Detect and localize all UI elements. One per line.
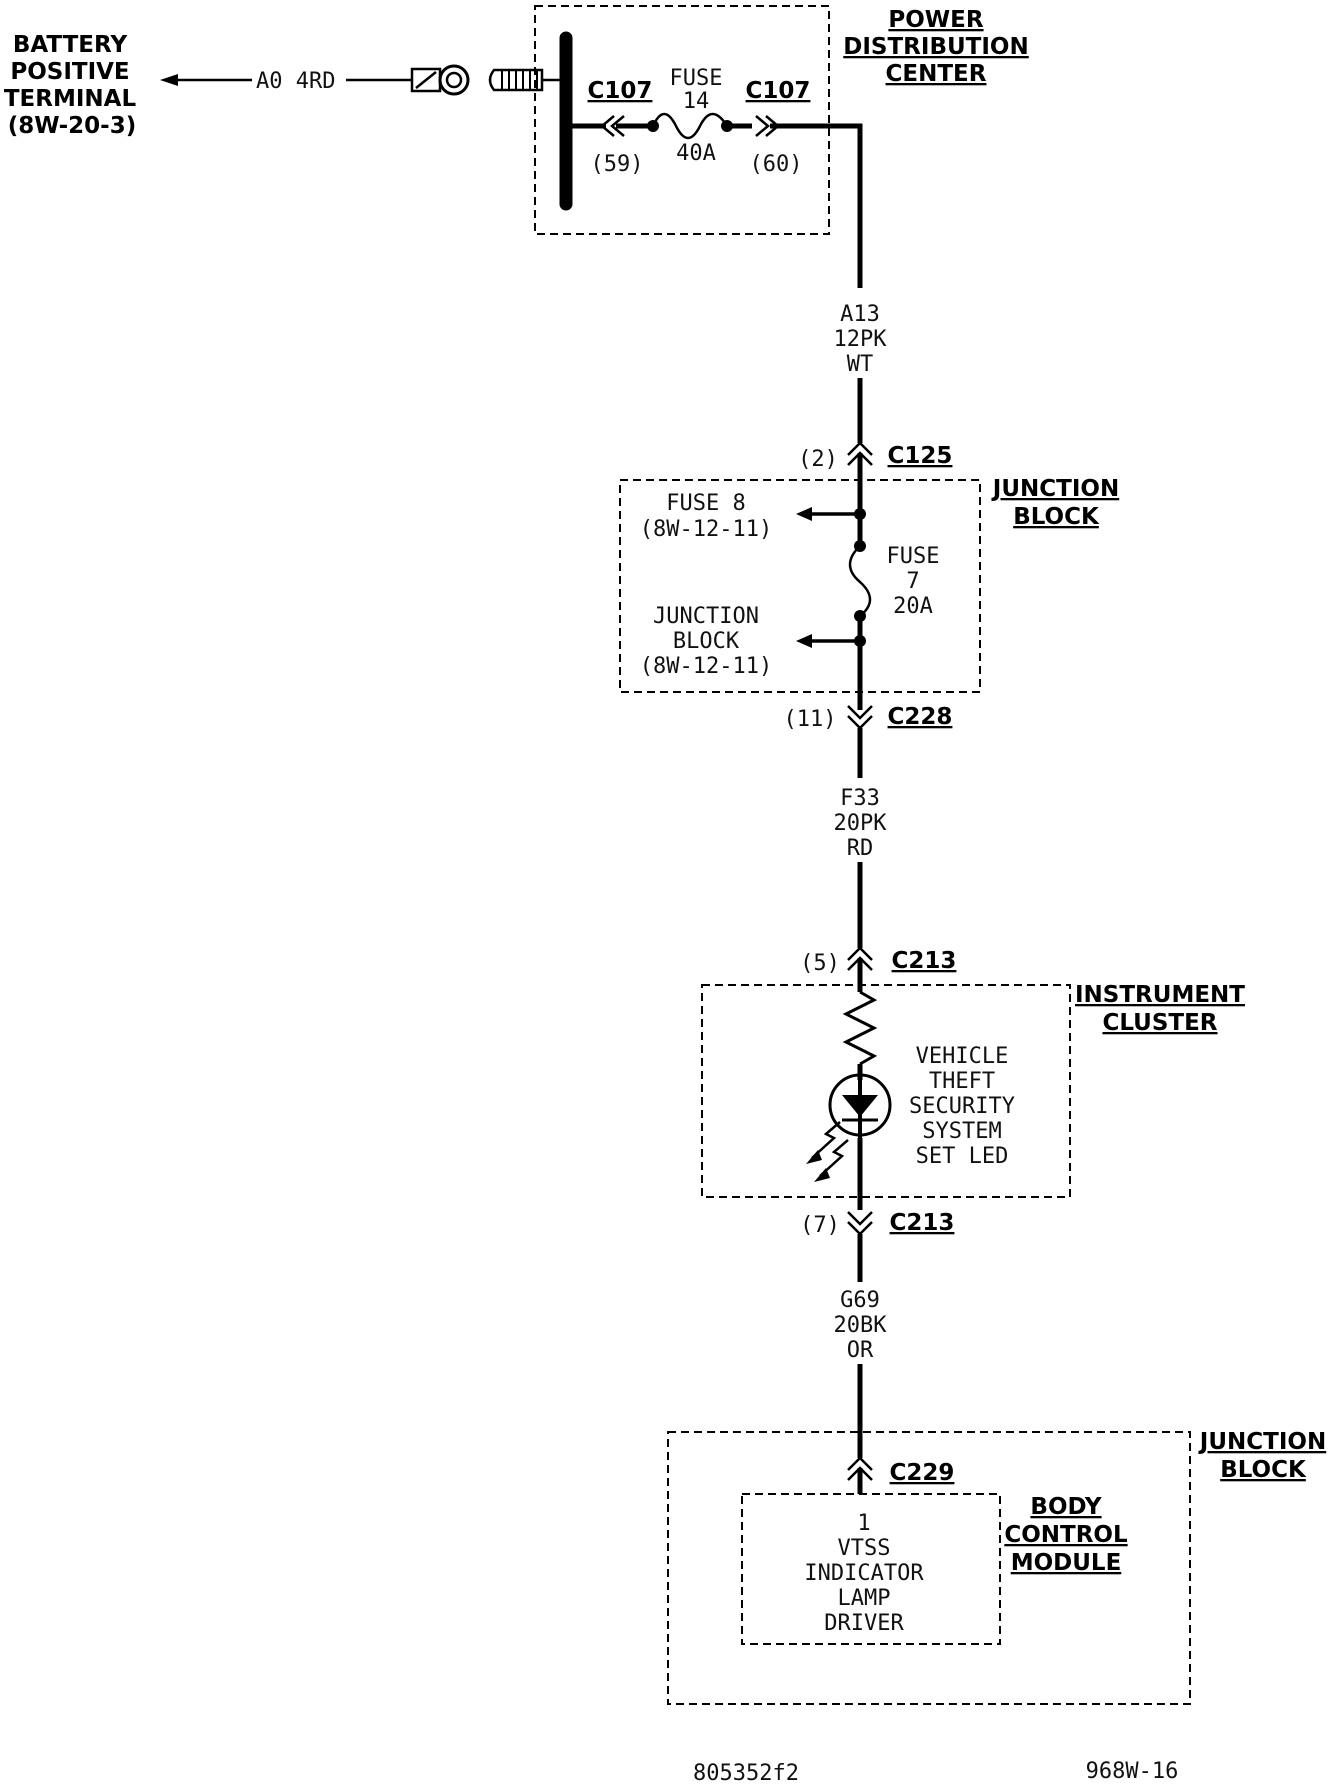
battery-arrow-icon bbox=[160, 74, 178, 86]
light-emission-icon bbox=[806, 1121, 849, 1182]
fuse7-rating: 20A bbox=[893, 594, 933, 619]
pdc-title: POWER DISTRIBUTION CENTER bbox=[843, 7, 1028, 87]
c125-label: C125 bbox=[888, 443, 953, 469]
svg-text:SECURITY: SECURITY bbox=[909, 1094, 1015, 1119]
ring-terminal-icon bbox=[410, 64, 470, 96]
wire-g69-color: OR bbox=[847, 1338, 874, 1363]
junction-block-1-title-2: BLOCK bbox=[1013, 504, 1100, 530]
junction-block-2-box bbox=[667, 1431, 1191, 1705]
wire-f33-gauge: 20PK bbox=[834, 811, 888, 836]
instrument-cluster-title-2: CLUSTER bbox=[1102, 1010, 1217, 1036]
c107-left-connector-icon bbox=[600, 115, 625, 137]
fuse8-arrow-icon bbox=[796, 507, 812, 521]
c229-label: C229 bbox=[890, 1460, 955, 1486]
bcm-title: BODY CONTROL MODULE bbox=[1004, 1494, 1128, 1576]
jb-ref-page: (8W-12-11) bbox=[640, 654, 772, 679]
fuse7-number: 7 bbox=[906, 569, 919, 594]
svg-text:VTSS: VTSS bbox=[838, 1536, 891, 1561]
fuse7-label: FUSE bbox=[887, 544, 940, 569]
footer-code-left: 805352f2 bbox=[693, 1761, 799, 1786]
c213-top-label: C213 bbox=[892, 948, 957, 974]
jb-ref-label: JUNCTION bbox=[653, 604, 759, 629]
fuse8-ref-page: (8W-12-11) bbox=[640, 517, 772, 542]
pin-60-label: (60) bbox=[750, 152, 803, 177]
c213-bottom-label: C213 bbox=[890, 1210, 955, 1236]
junction-block-arrow-icon bbox=[796, 634, 812, 648]
svg-text:BODY: BODY bbox=[1030, 1494, 1102, 1520]
stud-bolt-icon bbox=[488, 68, 544, 92]
svg-text:THEFT: THEFT bbox=[929, 1069, 995, 1094]
battery-positive-label: BATTERY POSITIVE TERMINAL (8W-20-3) bbox=[4, 32, 137, 139]
wire-a13-gauge: 12PK bbox=[834, 327, 888, 352]
c213-top-pin-label: (5) bbox=[800, 951, 840, 976]
fuse14-label: FUSE bbox=[670, 66, 723, 91]
fuse-14-icon bbox=[651, 112, 729, 140]
wire-f33-color: RD bbox=[847, 836, 874, 861]
c107-right-label: C107 bbox=[746, 78, 811, 104]
wire-a13-circuit: A13 bbox=[840, 302, 880, 327]
bcm-box bbox=[741, 1493, 1001, 1645]
led-icon bbox=[828, 1073, 892, 1138]
svg-text:VEHICLE: VEHICLE bbox=[916, 1044, 1009, 1069]
wire-a13-upper bbox=[770, 123, 863, 288]
svg-text:TERMINAL: TERMINAL bbox=[4, 86, 137, 112]
svg-text:SYSTEM: SYSTEM bbox=[922, 1119, 1001, 1144]
wire-g69-circuit: G69 bbox=[840, 1288, 880, 1313]
svg-text:INDICATOR: INDICATOR bbox=[804, 1561, 924, 1586]
c213-bottom-pin-label: (7) bbox=[800, 1213, 840, 1238]
fuse8-ref-label: FUSE 8 bbox=[666, 491, 745, 516]
svg-text:BATTERY: BATTERY bbox=[13, 32, 128, 58]
svg-text:CENTER: CENTER bbox=[886, 61, 987, 87]
c125-pin-label: (2) bbox=[798, 447, 838, 472]
wire-g69-gauge: 20BK bbox=[834, 1313, 888, 1338]
svg-text:CONTROL: CONTROL bbox=[1004, 1522, 1128, 1548]
jb-ref-label-2: BLOCK bbox=[673, 629, 740, 654]
svg-text:SET LED: SET LED bbox=[916, 1144, 1009, 1169]
c213-bottom-connector-icon bbox=[847, 1211, 873, 1236]
resistor-icon bbox=[842, 990, 878, 1066]
svg-text:POSITIVE: POSITIVE bbox=[10, 59, 129, 85]
c228-pin-label: (11) bbox=[784, 707, 837, 732]
fuse-7-icon bbox=[848, 545, 872, 617]
c228-label: C228 bbox=[888, 704, 953, 730]
svg-text:LAMP: LAMP bbox=[838, 1586, 891, 1611]
pdc-box bbox=[534, 5, 830, 235]
wire-a0-label: A0 4RD bbox=[256, 69, 335, 94]
svg-text:DRIVER: DRIVER bbox=[824, 1611, 904, 1636]
wire-a13-color: WT bbox=[847, 352, 874, 377]
svg-text:POWER: POWER bbox=[888, 7, 983, 33]
vtss-led-label: VEHICLE THEFT SECURITY SYSTEM SET LED bbox=[909, 1044, 1015, 1169]
fuse14-number: 14 bbox=[683, 89, 710, 114]
wire-f33-circuit: F33 bbox=[840, 786, 880, 811]
c107-left-label: C107 bbox=[588, 78, 653, 104]
footer-code-right: 968W-16 bbox=[1086, 1759, 1179, 1784]
fuse14-rating: 40A bbox=[676, 141, 716, 166]
junction-block-2-title: JUNCTION bbox=[1198, 1429, 1326, 1455]
svg-text:(8W-20-3): (8W-20-3) bbox=[8, 113, 136, 139]
bcm-pin-description: 1 VTSS INDICATOR LAMP DRIVER bbox=[804, 1511, 924, 1636]
svg-text:MODULE: MODULE bbox=[1011, 1550, 1122, 1576]
instrument-cluster-title: INSTRUMENT bbox=[1075, 982, 1245, 1008]
instrument-cluster-box bbox=[701, 984, 1071, 1198]
pin-59-label: (59) bbox=[591, 152, 644, 177]
junction-block-1-title: JUNCTION bbox=[991, 476, 1119, 502]
junction-block-2-title-2: BLOCK bbox=[1220, 1457, 1307, 1483]
svg-text:DISTRIBUTION: DISTRIBUTION bbox=[843, 34, 1028, 60]
svg-text:1: 1 bbox=[857, 1511, 870, 1536]
